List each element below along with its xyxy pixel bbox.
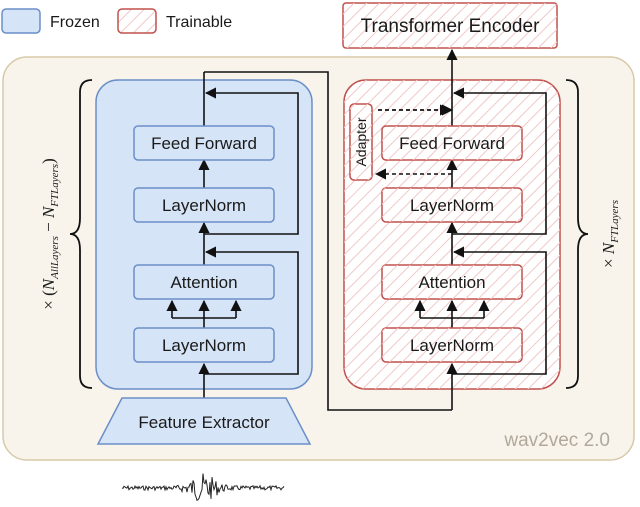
legend-frozen-swatch [1,8,41,34]
left-brace [69,79,93,389]
left-mult-sub2: FTLayers [49,164,61,208]
right-mult-sub: FTLayers [609,200,621,244]
trainable-connectors [374,48,547,410]
frozen-attention-label: Attention [170,273,237,292]
feature-extractor-box [96,397,312,445]
frozen-layernorm-bottom-box [133,327,275,363]
frozen-connectors [166,71,452,411]
left-mult-suffix: ) [39,158,58,164]
legend-frozen-label: Frozen [50,14,100,31]
legend: Frozen Trainable [1,8,232,34]
svg-text:× (NAllLayers − NFTLayers): × (NAllLayers − NFTLayers) [39,158,61,310]
adapter-label: Adapter [353,117,369,166]
trainable-stack: Adapter Feed Forward LayerNorm Attention… [349,103,523,363]
trainable-feed-forward-label: Feed Forward [399,134,505,153]
svg-text:× NFTLayers: × NFTLayers [599,200,621,268]
legend-trainable-label: Trainable [166,14,232,31]
frozen-layernorm-bottom-label: LayerNorm [162,336,246,355]
left-mult-prefix: × ( [39,290,58,310]
legend-trainable-swatch [117,8,157,34]
frozen-feed-forward-box [133,125,275,161]
feature-extractor-label: Feature Extractor [138,413,270,432]
frozen-stack: Feed Forward LayerNorm Attention LayerNo… [133,125,275,363]
right-multiplier: × NFTLayers [599,200,621,268]
transformer-encoder-label: Transformer Encoder [361,16,540,37]
frozen-layernorm-top-label: LayerNorm [162,196,246,215]
model-label: wav2vec 2.0 [503,430,610,451]
left-multiplier: × (NAllLayers − NFTLayers) [39,158,61,310]
left-mult-n1: N [39,277,58,291]
trainable-layernorm-bottom-label: LayerNorm [410,336,494,355]
trainable-layernorm-top-label: LayerNorm [410,196,494,215]
audio-waveform-icon [121,473,285,502]
right-mult-n: N [599,241,618,255]
trainable-attention-label: Attention [418,273,485,292]
frozen-layernorm-top-box [133,187,275,223]
left-mult-minus: − [39,218,58,236]
right-mult-prefix: × [599,254,618,268]
left-mult-sub1: AllLayers [49,236,61,280]
right-brace [565,79,589,389]
frozen-feed-forward-label: Feed Forward [151,134,257,153]
left-mult-n2: N [39,205,58,219]
frozen-attention-box [133,264,275,300]
